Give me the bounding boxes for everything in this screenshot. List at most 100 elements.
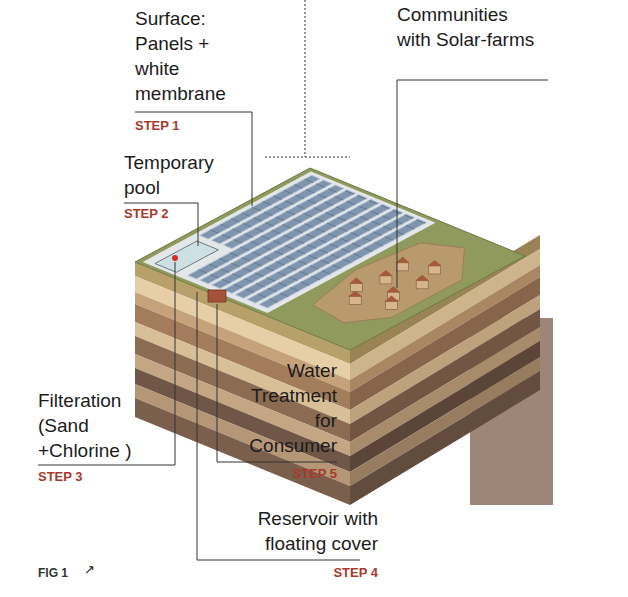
panel-divider — [293, 219, 302, 223]
panel-divider — [373, 232, 382, 236]
panel-divider — [382, 216, 391, 220]
panel-divider — [273, 196, 282, 200]
panel-divider — [341, 249, 350, 253]
leader-line — [38, 262, 175, 465]
panel-divider — [276, 217, 285, 221]
panel-divider — [314, 208, 323, 212]
panel-divider — [328, 189, 337, 193]
house — [386, 301, 398, 309]
panel-divider — [244, 279, 253, 283]
step-number: STEP 4 — [333, 565, 378, 581]
panel-divider — [253, 218, 262, 222]
panel-divider — [232, 274, 241, 278]
panel-divider — [274, 251, 283, 255]
house-roof — [379, 270, 393, 276]
panel-divider — [282, 225, 291, 229]
panel-divider — [301, 282, 310, 286]
panel-divider — [374, 242, 383, 246]
panel-divider — [256, 283, 265, 287]
panel-divider — [311, 276, 320, 280]
panel-divider — [265, 267, 274, 271]
panel-divider — [318, 194, 327, 198]
panel-divider — [347, 201, 356, 205]
panel-divider — [286, 211, 295, 215]
panel-divider — [221, 269, 230, 273]
step-number: STEP 5 — [292, 466, 337, 482]
panel-divider — [222, 279, 231, 283]
panel-divider — [284, 190, 293, 194]
filter-marker — [172, 255, 178, 261]
callout-text: Filteration (Sand +Chlorine ) — [38, 388, 158, 463]
panel-divider — [263, 202, 272, 206]
panel-divider — [277, 272, 286, 276]
panel-divider — [221, 224, 230, 228]
panel-divider — [385, 237, 394, 241]
panel-divider — [290, 287, 299, 291]
panel-divider — [243, 223, 252, 227]
panel-divider — [383, 226, 392, 230]
panel-divider — [243, 268, 252, 272]
panel-divider — [335, 196, 344, 200]
panel-divider — [272, 230, 281, 234]
dotted-line — [265, 157, 350, 158]
panel-divider — [261, 236, 270, 240]
panel-divider — [352, 243, 361, 247]
panel-divider — [336, 207, 345, 211]
community-ground — [313, 243, 465, 323]
dotted-line — [305, 0, 306, 157]
panel-divider — [307, 245, 316, 249]
panel-divider — [315, 218, 324, 222]
panel-divider — [339, 228, 348, 232]
panel-divider — [362, 238, 371, 242]
panel-divider — [280, 293, 289, 297]
panel-divider — [381, 205, 390, 209]
panel-divider — [358, 206, 367, 210]
house — [380, 276, 392, 284]
panel-divider — [306, 234, 315, 238]
panel-divider — [310, 266, 319, 270]
panel-divider — [349, 222, 358, 226]
panel-divider — [360, 217, 369, 221]
panel-divider — [255, 228, 264, 232]
panel-divider — [340, 238, 349, 242]
panel-divider — [276, 262, 285, 266]
panel-divider — [234, 239, 243, 243]
panel-divider — [351, 233, 360, 237]
house-roof — [396, 257, 410, 263]
leader-lines — [38, 0, 548, 560]
panel-divider — [198, 270, 207, 274]
panel-divider — [307, 200, 316, 204]
panel-divider — [345, 191, 354, 195]
panel-divider — [303, 213, 312, 217]
panel-divider — [316, 229, 325, 233]
panel-divider — [318, 239, 327, 243]
panel-divider — [253, 262, 262, 266]
panel-divider — [273, 241, 282, 245]
panel-divider — [332, 265, 341, 269]
panel-divider — [294, 185, 303, 189]
panel-divider — [263, 246, 272, 250]
panel-divider — [372, 221, 381, 225]
panel-divider — [327, 223, 336, 227]
panel-divider — [222, 235, 231, 239]
panel-divider — [285, 246, 294, 250]
panel-divider — [267, 278, 276, 282]
panel-divider — [255, 273, 264, 277]
panel-divider — [269, 299, 278, 303]
panel-divider — [306, 190, 315, 194]
step-number: STEP 3 — [38, 469, 83, 485]
panel-divider — [252, 252, 261, 256]
panel-divider — [328, 233, 337, 237]
panel-divider — [295, 195, 304, 199]
panel-divider — [394, 221, 403, 225]
panel-divider — [284, 235, 293, 239]
panel-divider — [268, 288, 277, 292]
panel-divider — [252, 207, 261, 211]
step-number: STEP 2 — [124, 206, 169, 222]
panel-divider — [257, 294, 266, 298]
house — [429, 266, 441, 274]
panel-divider — [210, 230, 219, 234]
house-roof — [386, 286, 400, 292]
panel-divider — [298, 261, 307, 265]
